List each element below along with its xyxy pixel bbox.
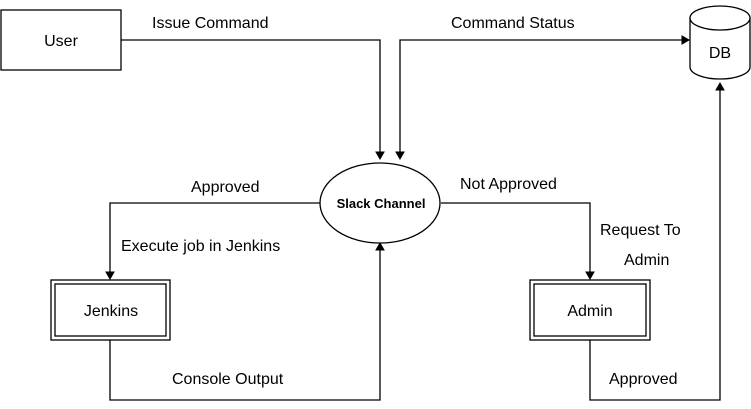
arrowhead-jenkins-to-slack — [375, 241, 385, 251]
execute-job-label: Execute job in Jenkins — [121, 238, 280, 255]
user-node — [0, 9, 122, 71]
edge-db-to-slack — [399, 39, 682, 152]
edge-jenkins-to-slack — [109, 250, 381, 401]
request-admin-label-line1: Request To — [600, 222, 681, 239]
admin-node — [529, 279, 651, 341]
request-admin-label-line2: Admin — [624, 252, 669, 269]
jenkins-node — [50, 279, 171, 341]
arrowhead-db-to-slack — [395, 151, 405, 161]
edge-user-to-slack — [121, 39, 381, 152]
arrowhead-user-to-slack — [375, 151, 385, 161]
slack-channel-node — [319, 162, 441, 244]
arrowhead-admin-to-db — [715, 81, 725, 91]
arrowhead-slack-to-jenkins — [105, 271, 115, 281]
edge-slack-to-jenkins — [109, 202, 320, 272]
approved-left-label: Approved — [191, 179, 260, 196]
user-label: User — [44, 33, 78, 50]
approved-right-label: Approved — [609, 371, 678, 388]
command-status-label: Command Status — [451, 15, 575, 32]
edge-admin-to-db — [589, 90, 721, 401]
jenkins-label: Jenkins — [84, 303, 138, 320]
not-approved-label: Not Approved — [460, 176, 557, 193]
admin-label: Admin — [567, 303, 612, 320]
db-label: DB — [709, 45, 731, 62]
db-node — [689, 5, 751, 80]
issue-command-label: Issue Command — [152, 15, 269, 32]
console-output-label: Console Output — [172, 371, 284, 388]
arrowhead-slack-to-db-end — [681, 35, 691, 45]
arrowhead-slack-to-admin — [585, 271, 595, 281]
edge-slack-to-admin — [441, 202, 591, 272]
slack-channel-label: Slack Channel — [337, 196, 426, 211]
